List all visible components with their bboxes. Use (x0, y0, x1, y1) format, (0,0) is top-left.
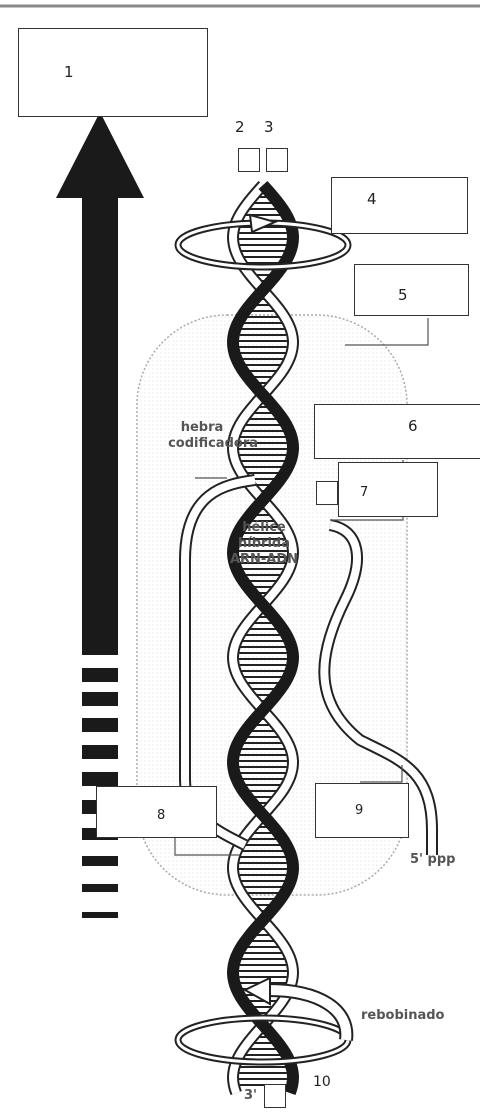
hybrid-helix-label-line-2: híbrida (228, 536, 300, 552)
dash-8 (82, 856, 118, 866)
label-box-6[interactable] (314, 404, 480, 459)
dash-2 (82, 692, 118, 706)
coding-strand-label-line-2: codificadora (146, 436, 258, 452)
rewinding-label: rebobinado (361, 1008, 445, 1024)
label-box-2[interactable] (238, 148, 260, 172)
dash-3 (82, 718, 118, 732)
dash-5 (82, 772, 118, 786)
label-box-7-frame (338, 462, 438, 517)
hybrid-helix-label: hélice híbrida ARN-ADN (228, 520, 300, 568)
hybrid-helix-label-line-1: hélice (228, 520, 300, 536)
dash-1 (82, 668, 118, 682)
label-number-4: 4 (367, 190, 377, 208)
label-box-4[interactable] (331, 177, 468, 234)
label-number-3: 3 (264, 118, 274, 136)
label-box-5[interactable] (354, 264, 469, 316)
label-number-6: 6 (408, 417, 418, 435)
label-number-1: 1 (64, 63, 74, 81)
dash-10 (82, 912, 118, 918)
dash-4 (82, 745, 118, 759)
label-box-3[interactable] (266, 148, 288, 172)
coding-strand-label-line-1: hebra (146, 420, 258, 436)
coding-strand-label: hebra codificadora (146, 420, 258, 452)
label-number-7: 7 (360, 485, 368, 500)
label-number-2: 2 (235, 118, 245, 136)
dash-9 (82, 884, 118, 892)
hybrid-helix-label-line-3: ARN-ADN (228, 552, 300, 568)
top-rotation-ring (178, 215, 348, 267)
five-prime-label: 5' ppp (410, 852, 455, 868)
label-number-8: 8 (157, 808, 165, 823)
label-number-9: 9 (355, 803, 363, 818)
label-number-5: 5 (398, 286, 408, 304)
label-box-10[interactable] (264, 1084, 286, 1108)
label-number-10: 10 (313, 1074, 331, 1090)
three-prime-label: 3' (244, 1088, 257, 1104)
label-box-7[interactable] (316, 481, 338, 505)
label-box-1[interactable] (18, 28, 208, 117)
